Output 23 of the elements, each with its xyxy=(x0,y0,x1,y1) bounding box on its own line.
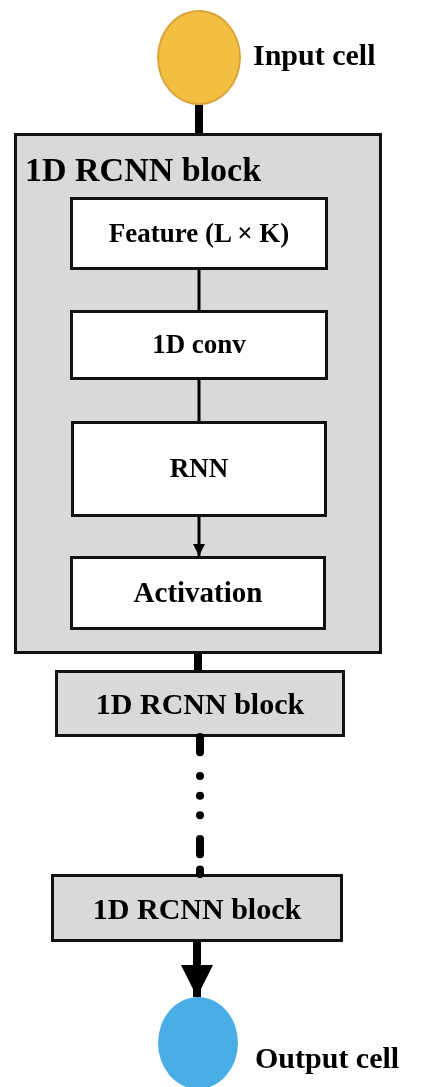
block-box xyxy=(51,874,343,942)
arrow xyxy=(181,942,213,997)
block-box xyxy=(55,670,345,737)
connector-line xyxy=(196,733,204,878)
box-label: 1D RCNN block xyxy=(95,687,305,720)
connector-line xyxy=(197,270,201,310)
connector-line xyxy=(197,380,201,421)
box-label: RNN xyxy=(169,454,229,484)
block-container xyxy=(14,133,382,654)
connector-line xyxy=(194,654,202,670)
box-label: Activation xyxy=(133,577,263,609)
arrow xyxy=(193,517,205,556)
process-box xyxy=(70,197,328,270)
box-label: 1D RCNN block xyxy=(92,891,302,925)
process-box xyxy=(71,421,327,517)
node-caption: Input cell xyxy=(253,38,376,71)
block-title: 1D RCNN block xyxy=(25,151,262,189)
box-label: 1D conv xyxy=(152,330,246,360)
node-caption: Output cell xyxy=(255,1041,400,1074)
connector-line xyxy=(195,105,203,133)
process-box xyxy=(70,556,326,630)
process-box xyxy=(70,310,328,380)
box-label: Feature (L × K) xyxy=(108,218,290,249)
